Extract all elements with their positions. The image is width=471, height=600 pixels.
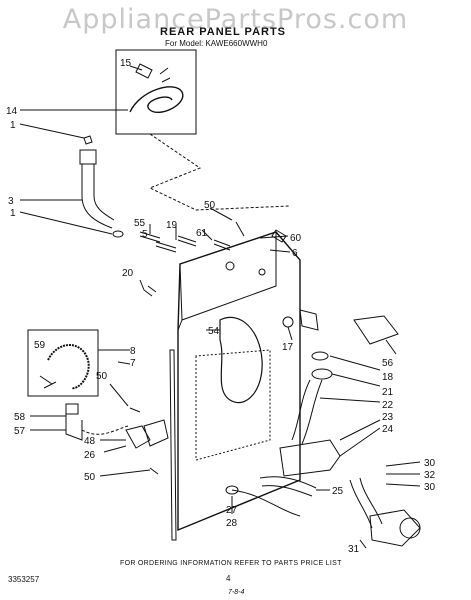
- harness-54: [219, 316, 263, 404]
- callout-61: 61: [196, 228, 208, 239]
- revision-date: 7-8-4: [228, 589, 245, 596]
- callout-6: 6: [292, 248, 298, 259]
- callout-27: 27: [226, 505, 238, 516]
- callout-23: 23: [382, 412, 394, 423]
- callout-59: 59: [34, 340, 46, 351]
- screw-20: [143, 285, 157, 297]
- hose-27: [231, 489, 301, 517]
- callout-18: 18: [382, 372, 394, 383]
- model-number: For Model: KAWE660WWH0: [165, 39, 268, 48]
- callout-55: 55: [134, 218, 146, 229]
- callout-14: 14: [6, 106, 18, 117]
- power-cord: [129, 86, 184, 113]
- watermark: AppliancePartsPros.com: [62, 4, 409, 35]
- page-number: 4: [226, 574, 231, 583]
- inlet-hose: [81, 195, 115, 229]
- callout-60: 60: [290, 233, 302, 244]
- document-number: 3353257: [8, 575, 40, 584]
- callout-1: 1: [10, 120, 16, 131]
- bracket-7: [169, 349, 177, 541]
- callout-24: 24: [382, 424, 394, 435]
- callout-17: 17: [282, 342, 294, 353]
- callout-15: 15: [120, 58, 132, 69]
- clamp-27: [225, 485, 239, 495]
- callout-8: 8: [130, 346, 136, 357]
- panel-frame: [195, 349, 271, 461]
- callout-3: 3: [8, 196, 14, 207]
- callout-26: 26: [84, 450, 96, 461]
- callout-28: 28: [226, 518, 238, 529]
- bracket-56: [353, 315, 399, 345]
- hose-30: [349, 477, 383, 529]
- callout-32: 32: [424, 470, 436, 481]
- screw-61: [213, 239, 231, 251]
- callout-5: 5: [142, 229, 148, 240]
- switch-48: [125, 425, 151, 449]
- clip-60: [271, 229, 287, 243]
- pump-port: [399, 517, 421, 539]
- pump-body: [369, 509, 421, 547]
- callout-50-bottom: 50: [84, 472, 96, 483]
- callout-19: 19: [166, 220, 178, 231]
- callout-30: 30: [424, 458, 436, 469]
- fitting-cap: [83, 135, 93, 145]
- nut-holder: [299, 309, 319, 331]
- pump-24: [279, 439, 341, 477]
- switch-26: [143, 419, 169, 447]
- drain-hose-inset-box: [27, 329, 99, 397]
- hose-25: [259, 476, 317, 497]
- screw-5: [155, 241, 177, 253]
- callout-30-lower: 30: [424, 482, 436, 493]
- callout-58: 58: [14, 412, 26, 423]
- grommet-17: [282, 316, 294, 328]
- callout-20: 20: [122, 268, 134, 279]
- screw-19: [177, 235, 197, 247]
- callout-48: 48: [84, 436, 96, 447]
- callout-22: 22: [382, 400, 394, 411]
- drain-hose-22: [291, 379, 323, 445]
- callout-54: 54: [208, 326, 220, 337]
- dashed-leader: [148, 133, 291, 211]
- screw-50-bottom: [149, 467, 159, 475]
- callout-50-top: 50: [204, 200, 216, 211]
- screw-55: [139, 231, 161, 243]
- callout-1-lower: 1: [10, 208, 16, 219]
- callout-25: 25: [332, 486, 344, 497]
- clamp-18: [311, 351, 329, 361]
- drain-hose-59: [47, 344, 90, 390]
- callout-7: 7: [130, 358, 136, 369]
- diagram-title: REAR PANEL PARTS: [160, 26, 287, 38]
- inlet-fitting: [79, 149, 97, 196]
- callout-50-mid: 50: [96, 371, 108, 382]
- screw-50-mid: [129, 407, 141, 413]
- power-cord-inset-box: [115, 49, 197, 135]
- coupling-57: [65, 414, 83, 441]
- callout-31: 31: [348, 544, 360, 555]
- power-cord-plug: [135, 63, 171, 83]
- coupling-58: [65, 403, 79, 415]
- coupling-hose: [81, 425, 129, 435]
- clamp-21: [311, 368, 333, 380]
- washer: [112, 230, 124, 238]
- screw-50-top: [235, 221, 245, 237]
- callout-56: 56: [382, 358, 394, 369]
- callout-57: 57: [14, 426, 26, 437]
- ordering-note: FOR ORDERING INFORMATION REFER TO PARTS …: [120, 560, 342, 567]
- hose-clip: [39, 375, 57, 389]
- callout-21: 21: [382, 387, 394, 398]
